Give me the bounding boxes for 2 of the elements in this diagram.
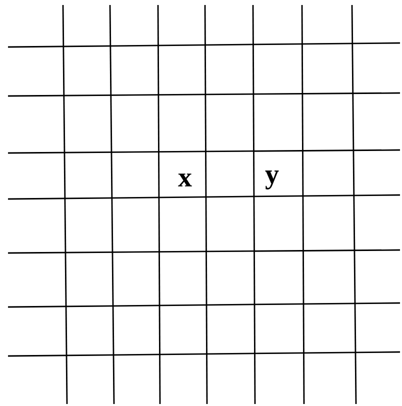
letter-label: y [264, 170, 280, 190]
letter-label: x [177, 172, 193, 188]
